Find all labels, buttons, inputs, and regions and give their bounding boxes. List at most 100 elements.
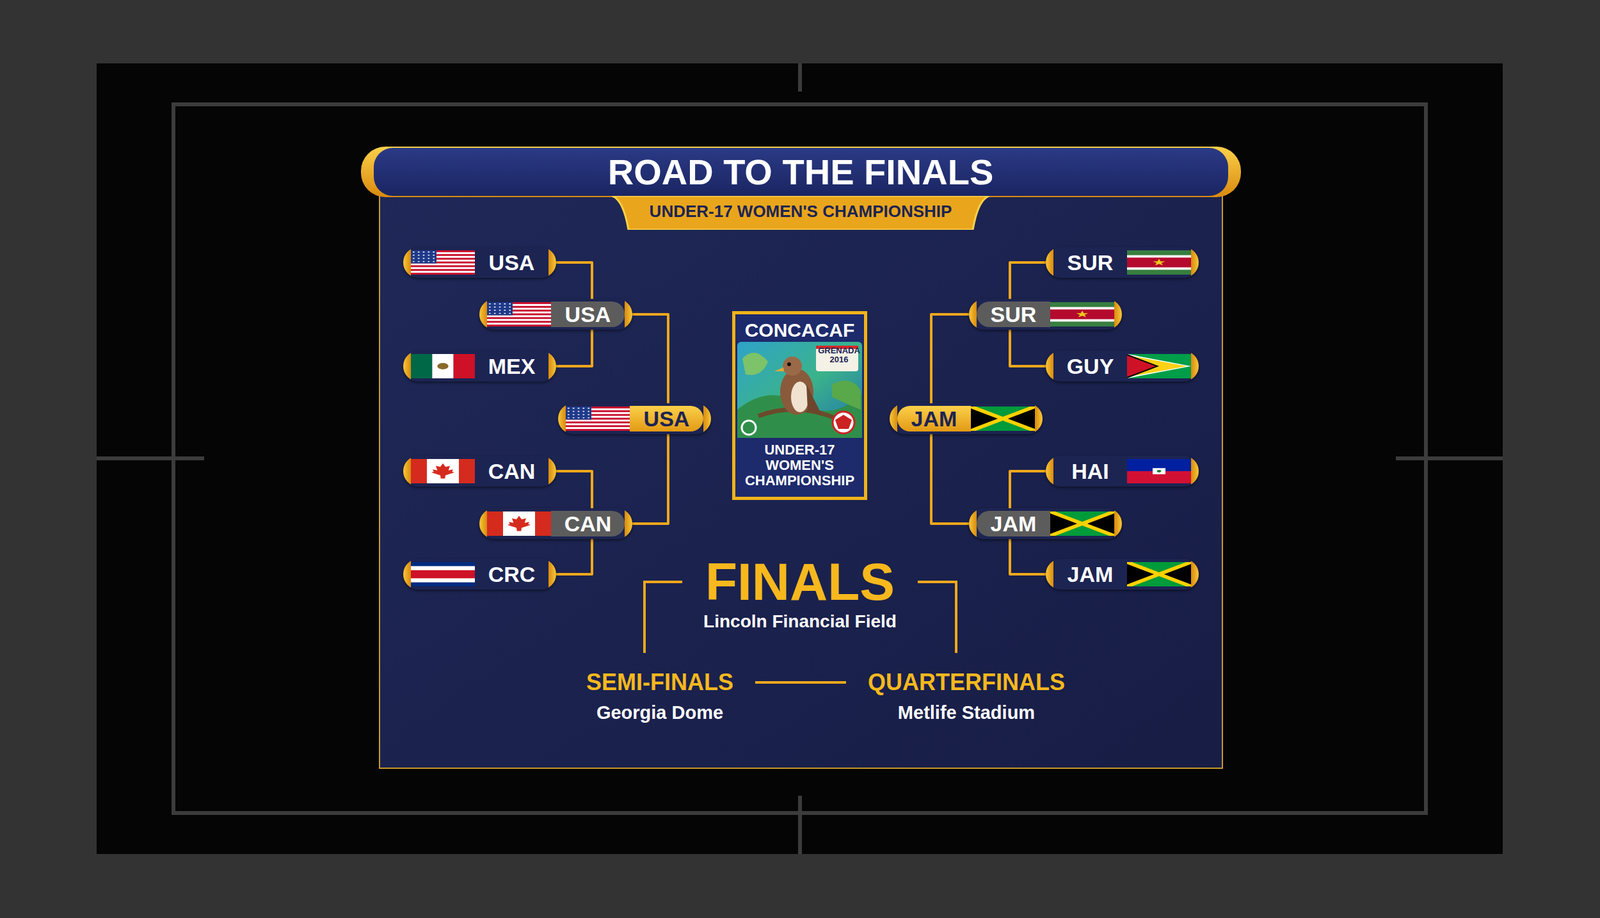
flag-part — [565, 406, 592, 420]
team-code: JAM — [1053, 561, 1128, 587]
team-code: CAN — [551, 510, 625, 537]
flag-part — [410, 272, 475, 275]
flag-part — [577, 410, 580, 413]
flag-part — [1050, 511, 1115, 536]
flag-part — [1050, 309, 1115, 319]
bracket-line — [632, 314, 669, 404]
logo-art — [741, 420, 756, 435]
flag-part — [1127, 353, 1192, 379]
flag-part — [1152, 467, 1166, 475]
field-frame — [1395, 456, 1503, 461]
bracket-line — [556, 329, 592, 367]
team-pill: JAM — [968, 508, 1122, 539]
flag-part — [410, 570, 475, 579]
finals-bracket — [644, 581, 683, 653]
team-code: SUR — [1053, 249, 1128, 276]
field-frame — [96, 456, 205, 461]
team-code: USA — [629, 405, 704, 432]
flag-part — [503, 309, 506, 312]
flag-part — [572, 417, 575, 419]
flag-part — [567, 410, 570, 413]
flag-part — [417, 261, 420, 263]
flag-part — [577, 407, 580, 409]
flag-part — [587, 407, 590, 409]
flag-icon — [970, 406, 1035, 431]
logo-art — [787, 362, 792, 367]
flag-part — [1127, 561, 1192, 587]
flag-part — [488, 312, 491, 315]
flag-part — [487, 302, 552, 327]
team-code: USA — [474, 249, 549, 276]
flag-part — [432, 257, 435, 260]
flag-icon — [565, 406, 630, 431]
title-banner — [360, 146, 1241, 198]
logo-art — [806, 384, 823, 416]
flag-part — [487, 302, 513, 315]
flag-part — [587, 410, 590, 413]
flag-part — [487, 324, 552, 327]
team-pill: USA — [479, 298, 633, 330]
flag-part — [572, 414, 575, 416]
flag-part — [487, 511, 504, 536]
team-pill: SUR — [968, 298, 1122, 330]
flag-part — [572, 407, 575, 409]
flag-part — [432, 353, 454, 379]
flag-part — [582, 410, 585, 413]
stage-title: SEMI-FINALS — [586, 668, 734, 696]
flag-part — [410, 250, 437, 264]
flag-part — [567, 407, 570, 409]
flag-part — [494, 306, 496, 308]
flag-part — [499, 309, 502, 312]
flag-part — [499, 303, 502, 305]
flag-part — [499, 312, 502, 315]
logo-art — [832, 411, 855, 434]
team-code: HAI — [1053, 458, 1128, 484]
flag-icon — [487, 302, 552, 327]
flag-part — [412, 261, 415, 263]
flag-part — [427, 257, 430, 260]
flag-part — [1050, 511, 1115, 536]
flag-part — [410, 565, 475, 582]
flag-part — [432, 261, 435, 263]
flag-part — [487, 320, 552, 323]
flag-part — [423, 257, 425, 260]
flag-part — [410, 458, 427, 484]
team-code: SUR — [976, 301, 1051, 328]
flag-icon — [1127, 561, 1192, 587]
flag-part — [494, 312, 496, 315]
flag-part — [1127, 255, 1192, 271]
team-pill: JAM — [1045, 558, 1199, 590]
flag-icon — [410, 353, 475, 379]
bracket-line — [556, 262, 592, 299]
flag-part — [417, 257, 420, 260]
flag-part — [410, 250, 475, 275]
flag-icon — [1127, 458, 1192, 484]
flag-part — [1127, 250, 1192, 275]
flag-part — [432, 251, 435, 253]
panel — [379, 185, 1223, 768]
title-banner — [360, 146, 1241, 198]
flag-part — [970, 406, 1035, 431]
flag-part — [1127, 561, 1192, 587]
logo-art — [782, 356, 802, 376]
flag-part — [577, 414, 580, 416]
flag-part — [577, 417, 580, 419]
flag-part — [410, 561, 475, 587]
flag-part — [970, 406, 1035, 431]
flag-part — [487, 316, 552, 319]
flag-part — [412, 254, 415, 256]
flag-part — [1050, 307, 1115, 322]
host-tag: GRENADA 2016 — [817, 346, 861, 364]
flag-icon — [487, 511, 552, 536]
team-pill: MEX — [403, 350, 557, 382]
flag-part — [488, 309, 491, 312]
title: ROAD TO THE FINALS — [608, 151, 994, 193]
team-pill: GUY — [1045, 350, 1199, 382]
field-frame — [96, 63, 1503, 854]
logo-art — [732, 311, 868, 500]
flag-part — [582, 407, 585, 409]
flag-part — [582, 414, 585, 416]
logo-art — [732, 311, 868, 500]
